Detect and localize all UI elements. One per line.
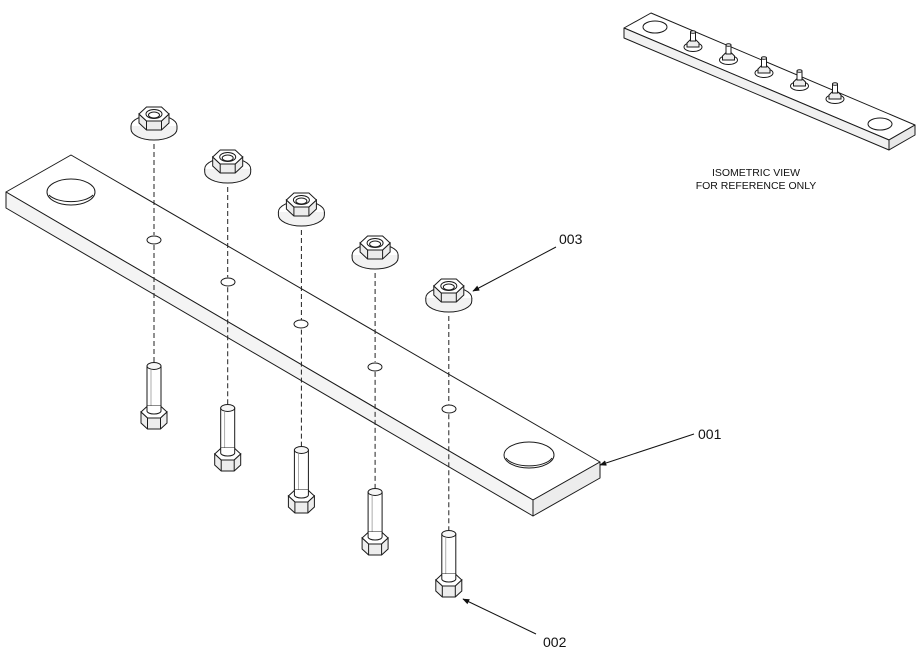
hex-bolt: [287, 446, 316, 514]
callout-label-nut: 003: [559, 231, 583, 247]
reference-stud-group: [683, 30, 845, 104]
reference-stud: [719, 43, 738, 65]
callout-label-bolt: 002: [543, 634, 567, 650]
callout-bar: 001: [599, 426, 722, 466]
flange-nut: [351, 235, 399, 270]
bar-hole: [367, 362, 383, 372]
reference-stud: [683, 30, 703, 52]
hex-bolt: [213, 404, 242, 472]
reference-stud: [825, 82, 845, 104]
bar-hole: [293, 319, 309, 329]
reference-stud: [790, 69, 809, 91]
flange-nut: [425, 278, 473, 313]
flange-nut: [277, 192, 325, 227]
flange-nut: [130, 106, 178, 141]
reference-note-line2: FOR REFERENCE ONLY: [696, 180, 817, 192]
fastener-stack-group: [130, 106, 473, 598]
bus-bar: [5, 154, 601, 517]
hex-bolt: [361, 488, 389, 556]
callout-bolt: 002: [462, 598, 567, 650]
bar-hole: [220, 277, 236, 287]
reference-slot-right: [867, 117, 893, 131]
hex-bolt: [140, 362, 168, 430]
bar-hole: [146, 235, 162, 245]
reference-stud: [754, 56, 774, 78]
reference-note-line1: ISOMETRIC VIEW: [712, 167, 800, 179]
bar-slot-right: [503, 441, 555, 469]
flange-nut: [204, 149, 252, 184]
bar-slot-left: [46, 178, 96, 206]
bar-hole: [441, 404, 457, 414]
callout-label-bar: 001: [698, 426, 722, 442]
reference-isometric-view: [623, 12, 916, 151]
hex-bolt: [435, 530, 463, 598]
callout-nut: 003: [472, 231, 583, 292]
reference-slot-left: [642, 20, 668, 34]
